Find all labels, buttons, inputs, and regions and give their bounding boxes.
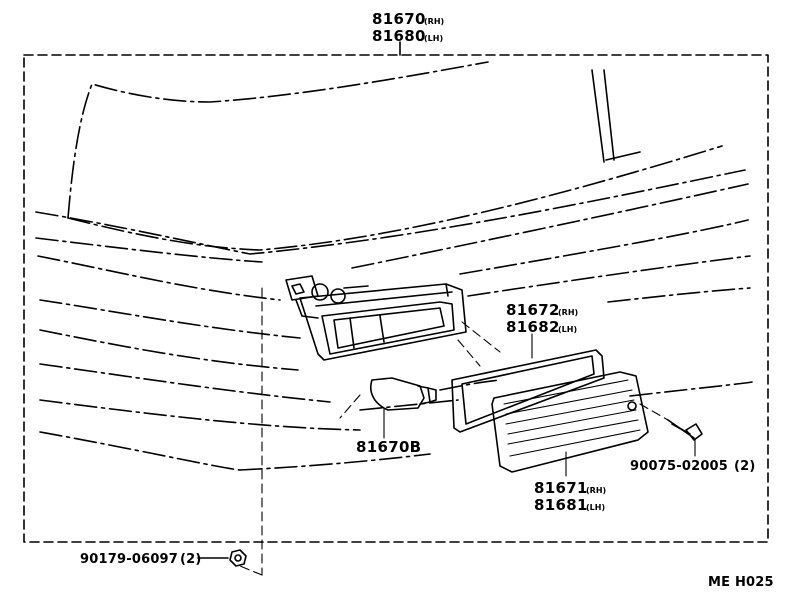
nut-90179 [197, 549, 247, 567]
screw-90075 [667, 419, 703, 457]
suffix-lh: (LH) [424, 34, 443, 43]
suffix-rh: (RH) [558, 308, 578, 317]
gasket-81672 [451, 349, 605, 433]
part-number-81670B: 81670B [356, 438, 421, 456]
assembly-guide-lines [239, 287, 669, 576]
part-number-81670: 81670 [372, 10, 426, 28]
bulb-81670B [370, 377, 437, 439]
part-number-81681: 81681 [534, 496, 588, 514]
part-number-81672: 81672 [506, 301, 560, 319]
quantity-nut: (2) [180, 552, 202, 567]
label-lens: 81671 (RH) 81681 (LH) [534, 479, 606, 514]
suffix-rh: (RH) [586, 486, 606, 495]
label-lamp-assy: 81670 (RH) 81680 (LH) [372, 10, 444, 45]
part-number-90075-02005: 90075-02005 [630, 459, 728, 474]
lens-81671 [491, 371, 649, 477]
label-bulb: 81670B [356, 438, 421, 456]
suffix-lh: (LH) [558, 325, 577, 334]
part-number-81680: 81680 [372, 27, 426, 45]
label-nut: 90179-06097 (2) [80, 552, 202, 567]
part-number-81671: 81671 [534, 479, 588, 497]
label-gasket: 81672 (RH) 81682 (LH) [506, 301, 578, 336]
part-number-81682: 81682 [506, 318, 560, 336]
suffix-rh: (RH) [424, 17, 444, 26]
label-screw: 90075-02005 (2) [630, 459, 756, 474]
lamp-housing [285, 275, 467, 361]
part-number-90179-06097: 90179-06097 [80, 552, 178, 567]
assembly-boundary [23, 41, 769, 543]
diagram-code: ME H025 [708, 575, 774, 590]
quantity-screw: (2) [734, 459, 756, 474]
suffix-lh: (LH) [586, 503, 605, 512]
vehicle-body-outline [35, 61, 753, 471]
